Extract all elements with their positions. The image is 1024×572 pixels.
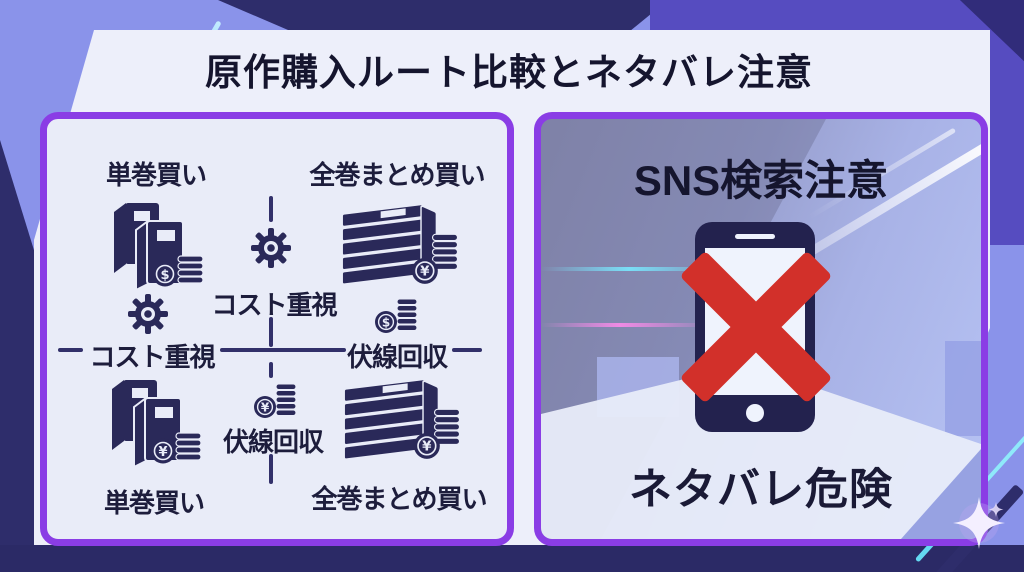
coin-symbol: $ (160, 268, 169, 283)
quadrant-top-right: 全巻まとめ買い ¥ (310, 155, 486, 292)
book-pair-icon: $ (113, 202, 204, 291)
spoiler-danger-label: ネタバレ危険 (629, 466, 893, 514)
purchase-route-quadrant-panel: 単巻買い $ 全巻まとめ買い ¥ ¥ 単巻買い (40, 112, 514, 546)
coin-symbol: ¥ (420, 265, 430, 280)
axis-line-vertical (269, 317, 273, 347)
coin-symbol: ¥ (261, 401, 270, 415)
page-title: 原作購入ルート比較とネタバレ注意 (205, 52, 813, 93)
bg-bottom-strip (0, 545, 1024, 572)
panel-bg-shape (945, 341, 981, 436)
gear-icon (251, 228, 291, 268)
axis-label-bottom: 伏線回収 (222, 427, 324, 457)
axis-line-vertical (269, 454, 273, 484)
coins-icon: $ (374, 298, 418, 334)
axis-line-horizontal (220, 348, 346, 352)
axis-dash-left (58, 348, 83, 352)
axis-label-left: コスト重視 (89, 342, 215, 372)
quadrant-label: 全巻まとめ買い (309, 160, 486, 190)
coin-symbol: ¥ (158, 445, 167, 460)
coin-symbol: ¥ (422, 440, 432, 455)
coin-symbol: $ (382, 316, 390, 330)
quadrant-label: 単巻買い (103, 488, 205, 518)
axis-label-top: コスト重視 (211, 290, 337, 320)
quadrant-top-left: 単巻買い $ (77, 155, 235, 292)
quadrant-bottom-right: ¥ 全巻まとめ買い (312, 369, 488, 516)
gear-icon (128, 294, 168, 334)
light-beam-decoration (541, 323, 716, 327)
sns-warning-panel: SNS検索注意 ネタバレ危険 (534, 112, 988, 546)
sparkle-icon (953, 497, 1005, 549)
book-pair-icon: ¥ (111, 379, 202, 468)
book-stack-icon: ¥ (343, 378, 461, 461)
coins-icon: ¥ (253, 383, 297, 419)
axis-dash-right (452, 348, 482, 352)
quadrant-label: 全巻まとめ買い (311, 484, 488, 514)
book-stack-icon: ¥ (341, 203, 459, 286)
sns-warning-heading: SNS検索注意 (633, 157, 889, 204)
quadrant-label: 単巻買い (105, 160, 207, 190)
quadrant-bottom-left: ¥ 単巻買い (75, 375, 233, 520)
light-beam-decoration (541, 267, 736, 271)
axis-line-vertical (269, 362, 273, 378)
axis-line-vertical (269, 196, 273, 222)
axis-label-right: 伏線回収 (346, 342, 448, 372)
